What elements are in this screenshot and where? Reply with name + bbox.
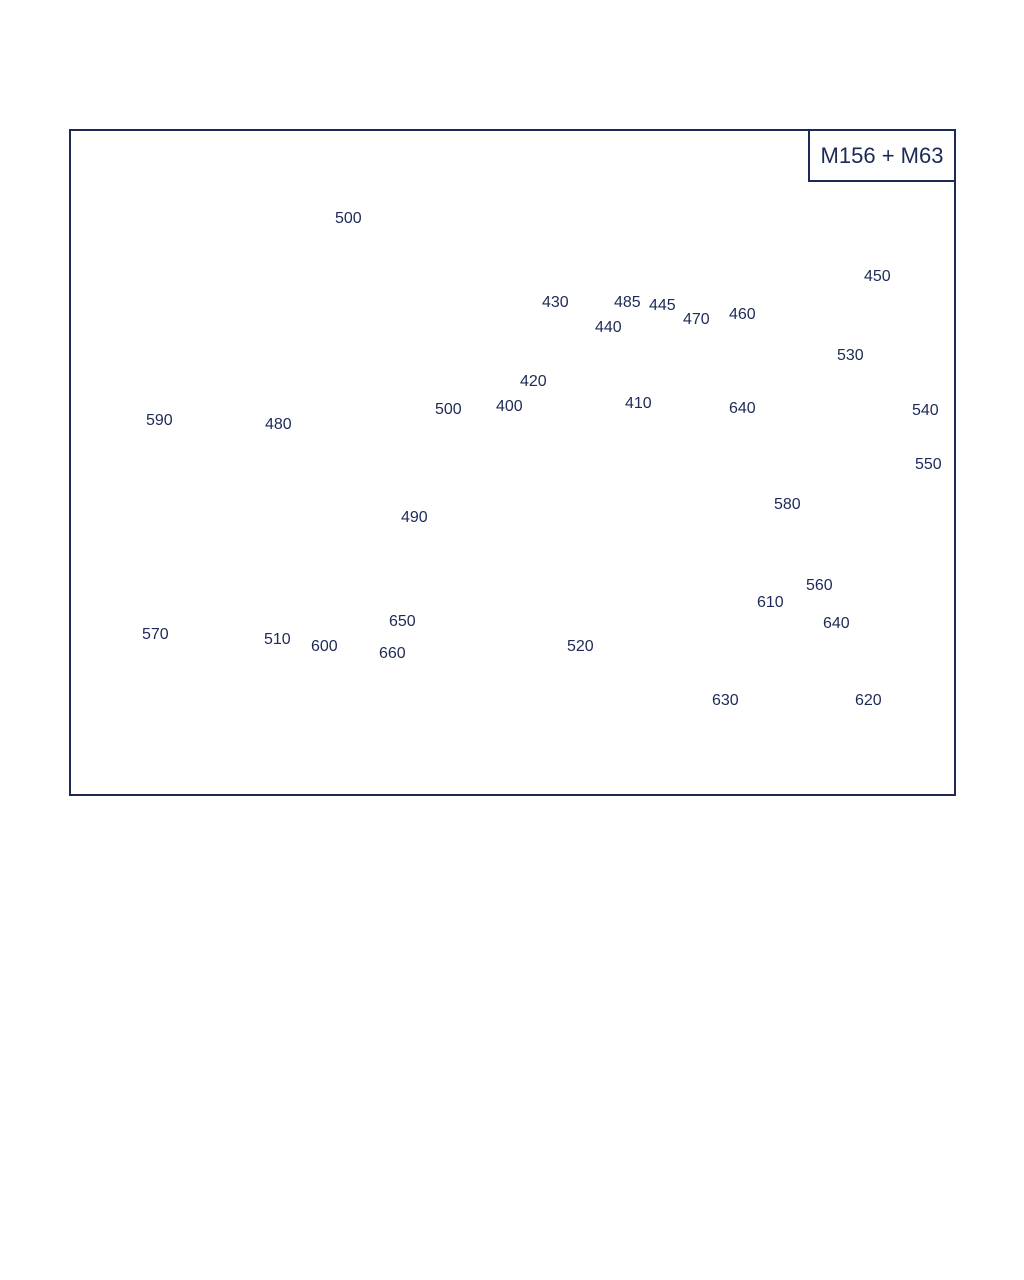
callout-560: 560 — [806, 577, 833, 594]
callout-550: 550 — [915, 456, 942, 473]
callout-510: 510 — [264, 631, 291, 648]
callout-460: 460 — [729, 306, 756, 323]
callout-490: 490 — [401, 509, 428, 526]
callout-650: 650 — [389, 613, 416, 630]
callout-640-lower: 640 — [823, 615, 850, 632]
callout-420: 420 — [520, 373, 547, 390]
callout-440: 440 — [595, 319, 622, 336]
callout-540: 540 — [912, 402, 939, 419]
callout-500-duct: 500 — [335, 210, 362, 227]
callout-400: 400 — [496, 398, 523, 415]
diagram-frame: M156 + M63 — [69, 129, 956, 796]
callout-610: 610 — [757, 594, 784, 611]
callout-480: 480 — [265, 416, 292, 433]
callout-640-upper: 640 — [729, 400, 756, 417]
callout-580: 580 — [774, 496, 801, 513]
callout-445: 445 — [649, 297, 676, 314]
callout-620: 620 — [855, 692, 882, 709]
callout-430: 430 — [542, 294, 569, 311]
variant-label: M156 + M63 — [808, 129, 956, 182]
callout-630: 630 — [712, 692, 739, 709]
callout-450: 450 — [864, 268, 891, 285]
callout-570: 570 — [142, 626, 169, 643]
callout-470: 470 — [683, 311, 710, 328]
callout-500-frame: 500 — [435, 401, 462, 418]
callout-520: 520 — [567, 638, 594, 655]
callout-485: 485 — [614, 294, 641, 311]
callout-660: 660 — [379, 645, 406, 662]
callout-600: 600 — [311, 638, 338, 655]
callout-410: 410 — [625, 395, 652, 412]
callout-530: 530 — [837, 347, 864, 364]
callout-590: 590 — [146, 412, 173, 429]
